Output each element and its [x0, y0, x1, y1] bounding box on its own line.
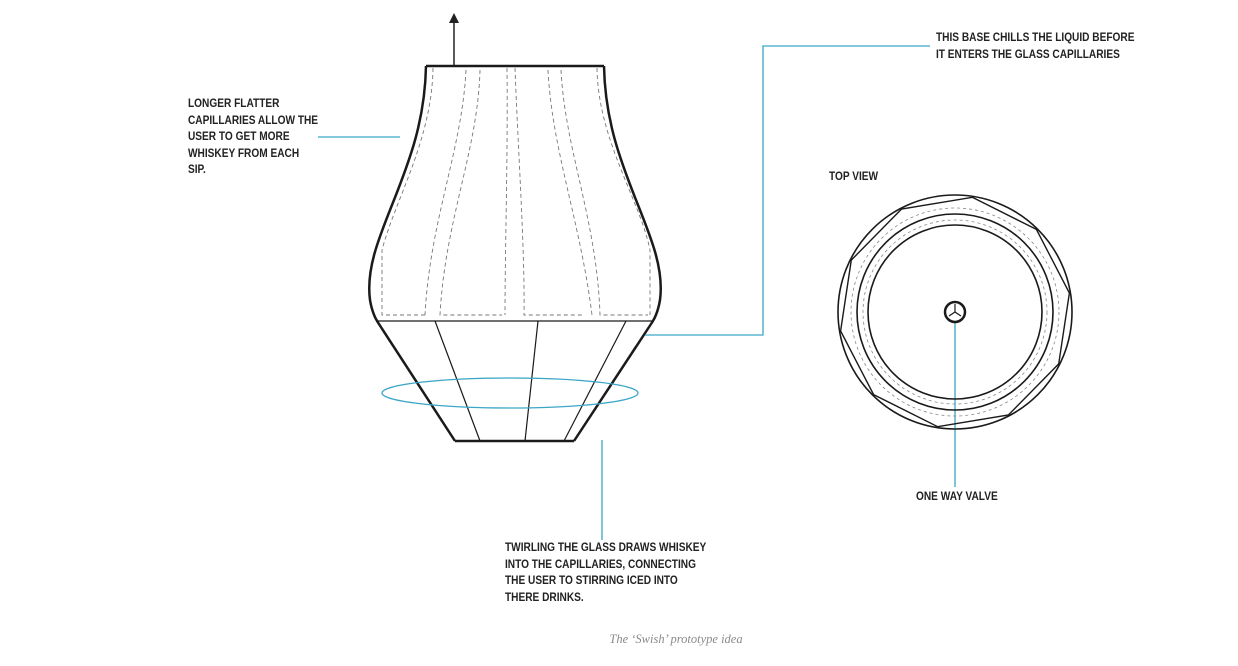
- top-view-label: TOP VIEW: [829, 171, 879, 183]
- up-arrow-icon: [449, 13, 459, 66]
- callout-lines: [318, 45, 956, 540]
- one-way-valve-icon: [943, 300, 967, 324]
- annotation-line: THE USER TO STIRRING ICED INTO: [505, 575, 678, 587]
- annotation-line: SIP.: [188, 164, 206, 176]
- annotation-line: THIS BASE CHILLS THE LIQUID BEFORE: [936, 32, 1135, 44]
- octagonal-rim: [839, 196, 1071, 428]
- annotation-line: USER TO GET MORE: [188, 131, 290, 143]
- annotation-line: CAPILLARIES ALLOW THE: [188, 114, 319, 127]
- twirl-motion-ellipse: [381, 377, 639, 409]
- annotation-line: INTO THE CAPILLARIES, CONNECTING: [505, 558, 696, 571]
- figure-caption: The ‘Swish’ prototype idea: [609, 632, 743, 646]
- valve-label: ONE WAY VALVE: [916, 491, 998, 503]
- annotation-line: LONGER FLATTER: [188, 98, 280, 110]
- annotation-line: WHISKEY FROM EACH: [188, 147, 300, 160]
- capillaries-annotation: LONGER FLATTER CAPILLARIES ALLOW THE USE…: [188, 96, 318, 179]
- glass-side-view: [368, 64, 662, 443]
- base-annotation: THIS BASE CHILLS THE LIQUID BEFORE IT EN…: [936, 30, 1134, 63]
- annotation-line: THERE DRINKS.: [505, 591, 584, 604]
- glass-top-view: [837, 194, 1073, 430]
- annotation-line: TWIRLING THE GLASS DRAWS WHISKEY: [505, 542, 707, 554]
- twirl-annotation: TWIRLING THE GLASS DRAWS WHISKEY INTO TH…: [505, 540, 706, 606]
- annotation-line: IT ENTERS THE GLASS CAPILLARIES: [936, 48, 1120, 61]
